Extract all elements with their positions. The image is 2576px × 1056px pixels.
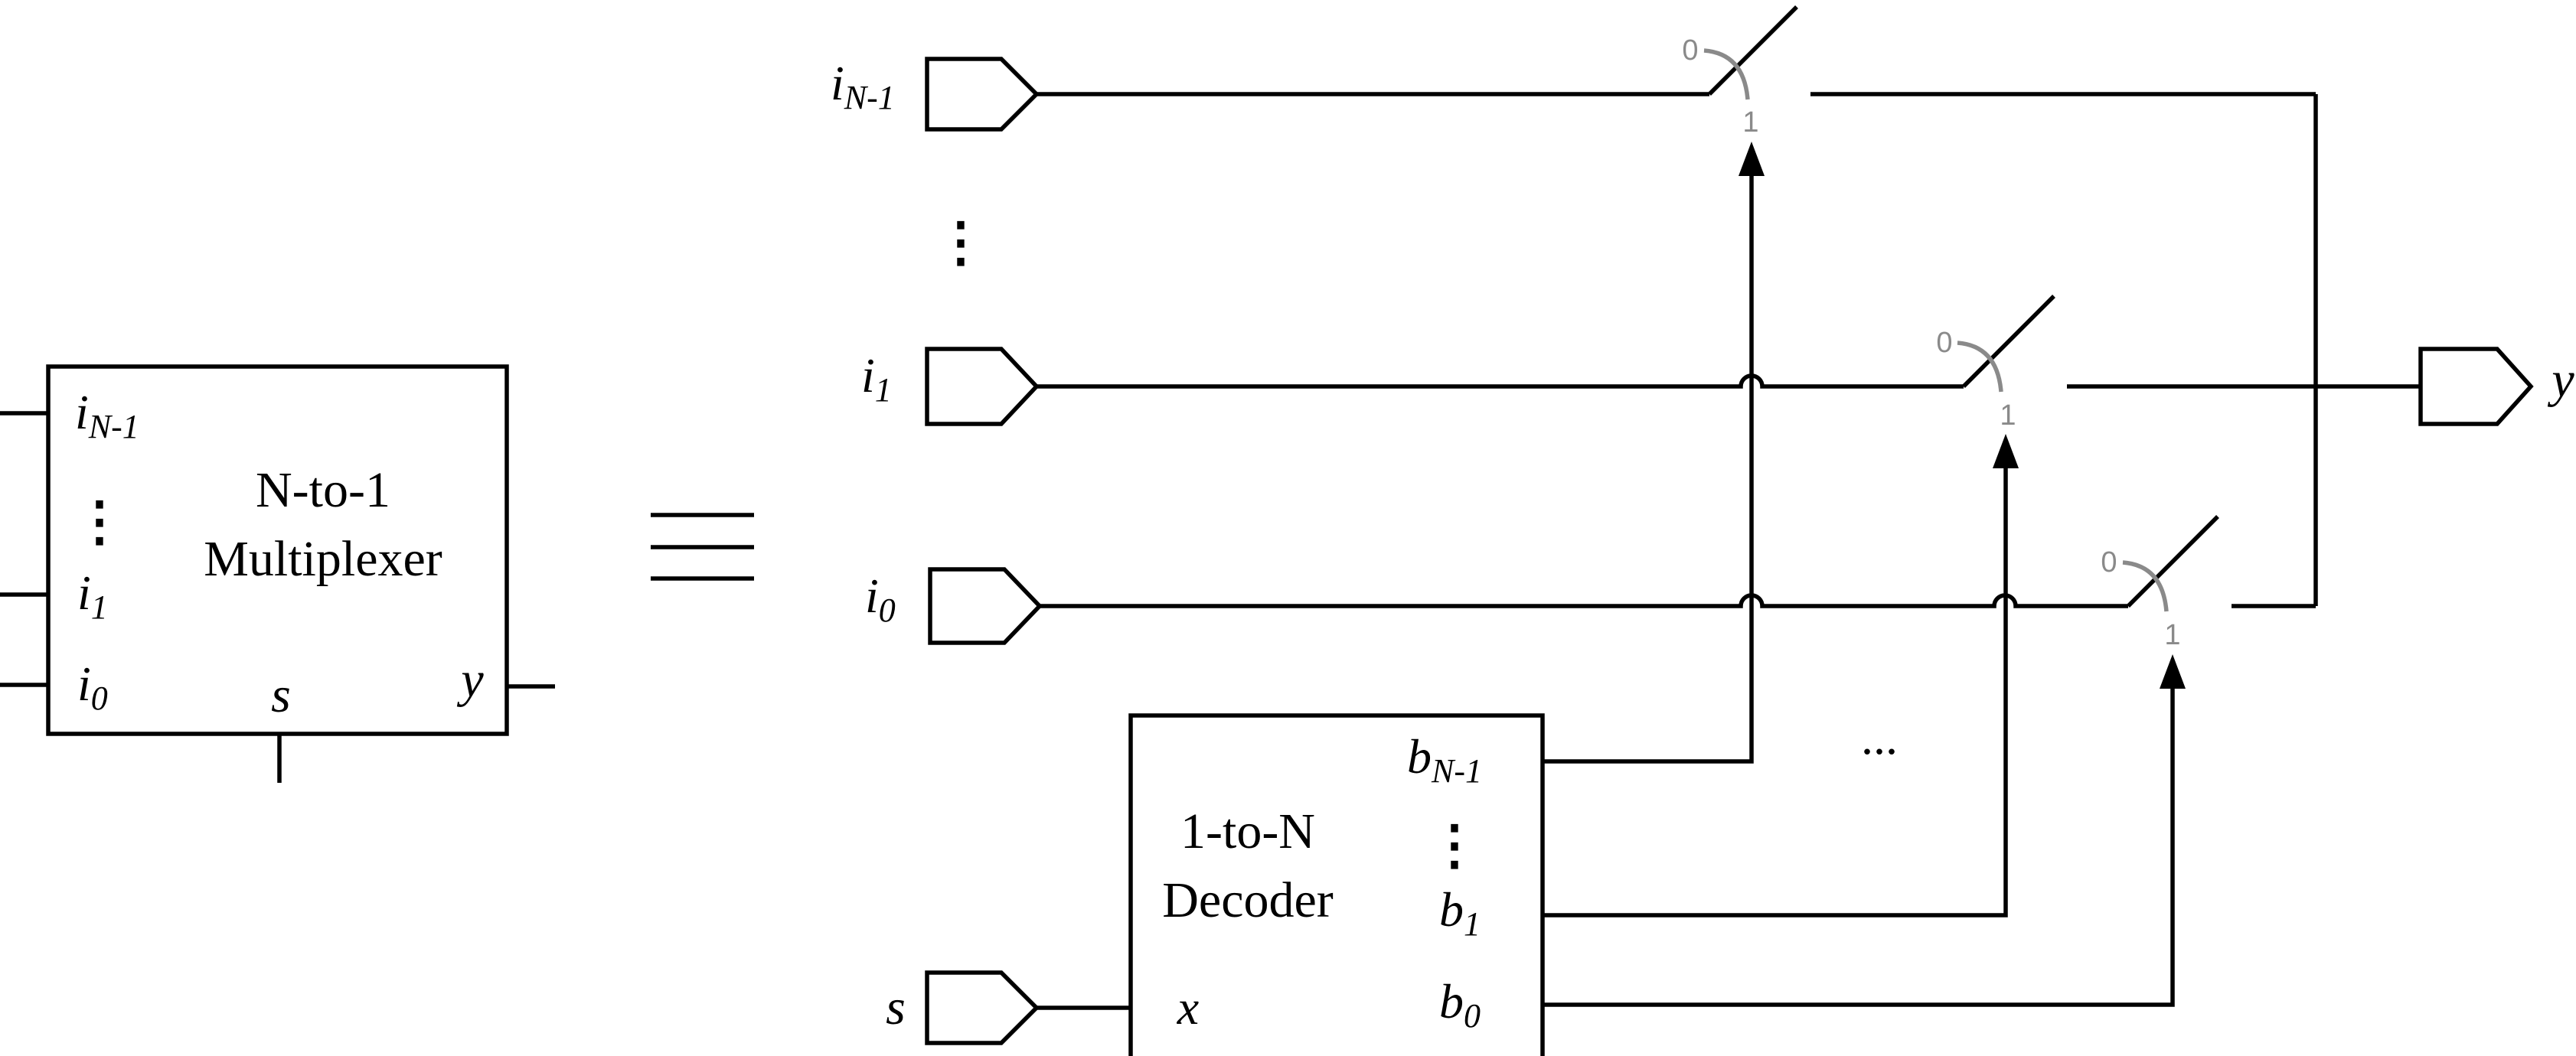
equivalence-symbol (651, 513, 754, 581)
decoder-block: 1-to-N Decoder x bN-1 ⋮ b1 b0 (1128, 713, 1545, 1056)
input-port-i0 (928, 567, 1043, 645)
control-arrow-top (1739, 142, 1765, 176)
mux-label-in-0-main: i (77, 657, 91, 711)
wire-i0 (1040, 593, 2128, 608)
switch-middle: 0 1 (1936, 295, 2055, 432)
decoder-label-out-0-main: b (1439, 974, 1464, 1028)
decoder-label-out-dots: ⋮ (1428, 816, 1481, 875)
input-label-i1-sub: 1 (875, 371, 892, 409)
mux-label-in-top-main: i (75, 385, 89, 439)
mux-label-in-1-sub: 1 (91, 588, 108, 626)
switch-bottom-label-0: 0 (2101, 546, 2117, 579)
mux-label-in-dots: ⋮ (73, 493, 126, 552)
output-port-y (2418, 347, 2534, 426)
switch-middle-arc (1957, 341, 2003, 393)
decoder-label-out-1: b1 (1439, 882, 1481, 943)
input-label-i1-main: i (861, 348, 875, 403)
control-line-bottom (1543, 687, 2175, 1007)
decoder-label-input: x (1177, 980, 1199, 1035)
mux-label-in-1-main: i (77, 565, 91, 620)
mux-label-output: y (456, 652, 484, 708)
input-port-i1 (925, 347, 1040, 426)
mux-label-select: s (271, 667, 291, 723)
input-label-dots: ⋮ (934, 213, 988, 272)
input-port-top (925, 57, 1040, 132)
mux-title-line2: Multiplexer (204, 531, 442, 587)
switch-top: 0 1 (1682, 5, 1798, 139)
input-label-i0-main: i (865, 569, 879, 623)
input-label-i1: i1 (861, 348, 892, 409)
decoder-label-out-top-sub: N-1 (1431, 752, 1482, 790)
switch-middle-label-1: 1 (2000, 399, 2016, 432)
mux-block: N-to-1 Multiplexer iN-1 ⋮ i1 i0 s y (0, 364, 555, 783)
control-line-top (1543, 174, 1754, 764)
input-label-select: s (886, 979, 906, 1035)
mux-label-in-0: i0 (77, 657, 108, 717)
switch-top-label-1: 1 (1742, 106, 1758, 139)
decoder-label-out-top-main: b (1407, 729, 1432, 784)
switch-top-label-0: 0 (1682, 34, 1698, 67)
input-label-top: iN-1 (831, 56, 895, 116)
output-label-y: y (2547, 352, 2574, 408)
mux-title-line1: N-to-1 (256, 462, 390, 518)
mux-label-in-top: iN-1 (75, 385, 139, 445)
switch-bottom-label-1: 1 (2164, 619, 2180, 651)
switch-middle-blade (1962, 295, 2055, 388)
mux-label-in-0-sub: 0 (91, 680, 108, 717)
decoder-title-line1: 1-to-N (1180, 803, 1315, 859)
wire-i1 (1037, 373, 1964, 389)
mux-label-in-1: i1 (77, 565, 108, 626)
input-label-top-main: i (831, 56, 844, 110)
input-label-i0-sub: 0 (879, 592, 896, 629)
mux-body (46, 364, 509, 736)
middle-ellipsis: ... (1861, 710, 1898, 764)
decoder-label-out-0: b0 (1439, 974, 1481, 1035)
switch-middle-label-0: 0 (1936, 327, 1952, 359)
control-arrow-middle (1993, 434, 2019, 468)
decoder-label-out-1-main: b (1439, 882, 1464, 937)
decoder-label-out-0-sub: 0 (1464, 997, 1481, 1035)
input-port-select (925, 970, 1040, 1045)
switch-bottom: 0 1 (2101, 515, 2219, 651)
decoder-title-line2: Decoder (1162, 872, 1334, 928)
decoder-label-out-1-sub: 1 (1464, 905, 1481, 943)
switch-top-arc (1703, 48, 1750, 100)
control-arrow-bottom (2160, 654, 2186, 689)
decoder-label-out-top: bN-1 (1407, 729, 1482, 790)
decoder-body (1128, 713, 1545, 1056)
control-line-middle (1543, 467, 2008, 917)
switch-top-blade (1708, 5, 1798, 96)
switch-bottom-arc (2122, 560, 2169, 612)
mux-label-in-top-sub: N-1 (88, 408, 139, 445)
switch-bottom-blade (2127, 515, 2219, 608)
input-label-top-sub: N-1 (844, 79, 895, 116)
input-label-i0: i0 (865, 569, 896, 629)
